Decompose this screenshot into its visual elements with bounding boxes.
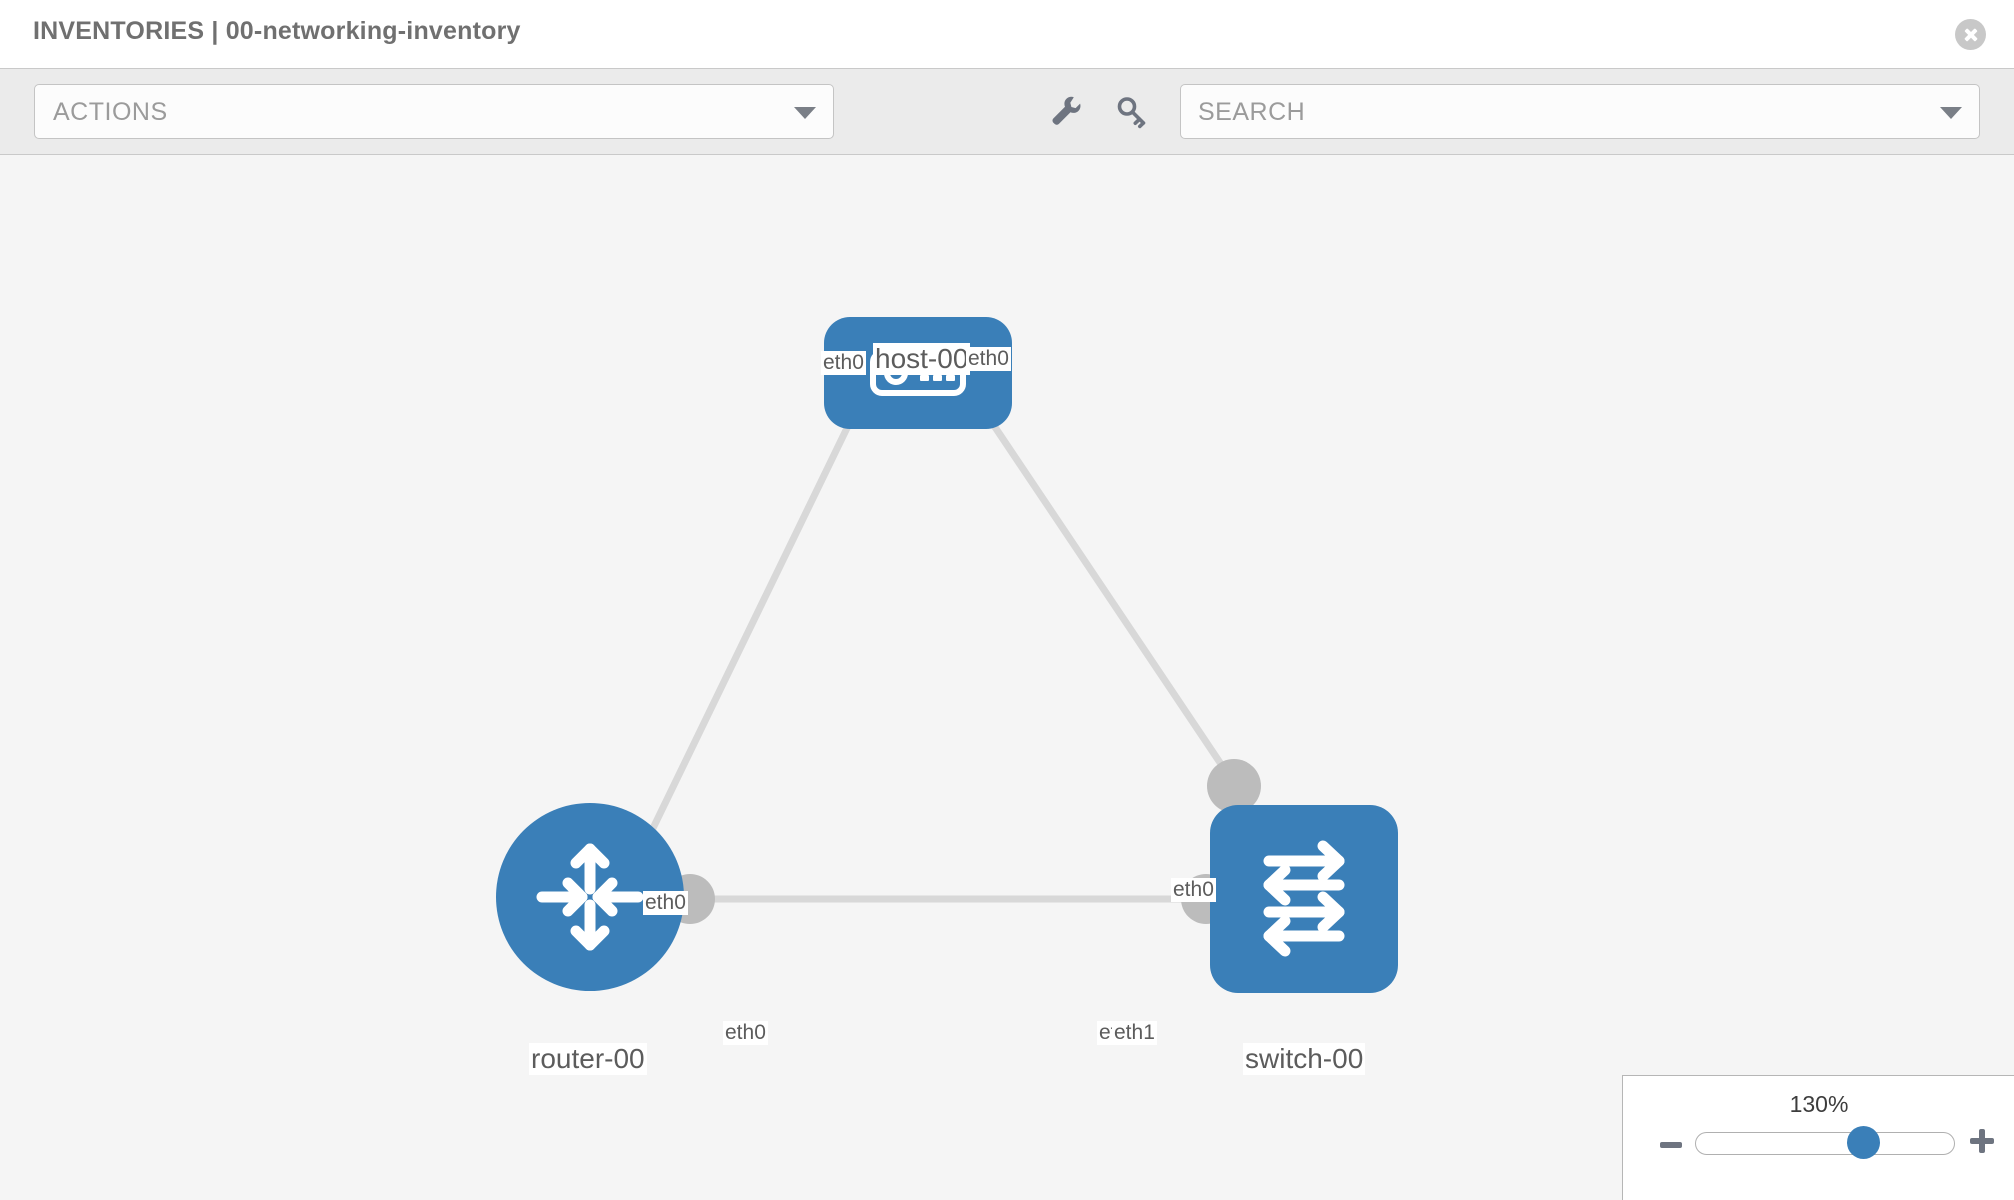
chevron-down-icon — [794, 107, 816, 119]
node-router-00[interactable] — [496, 803, 684, 991]
edge-label-host-right: eth0 — [966, 347, 1011, 371]
node-label-router-00: router-00 — [529, 1043, 647, 1075]
node-label-switch-00: switch-00 — [1243, 1043, 1366, 1075]
link-host-switch — [947, 358, 1238, 787]
close-icon[interactable] — [1955, 19, 1986, 50]
topology-graph — [636, 333, 1261, 924]
zoom-control-panel: 130% — [1622, 1075, 2014, 1200]
topology-canvas[interactable]: host-00 router-00 switch-00 eth0 eth0 et… — [0, 155, 2014, 1200]
edge-label-router-right: eth0 — [723, 1021, 768, 1045]
zoom-slider-thumb[interactable] — [1847, 1126, 1880, 1159]
wrench-icon[interactable] — [1046, 93, 1084, 131]
key-icon[interactable] — [1113, 93, 1151, 131]
router-four-arrows-icon — [536, 843, 644, 951]
search-input[interactable]: SEARCH — [1180, 84, 1980, 139]
zoom-level-value: 130% — [1789, 1091, 1849, 1117]
search-placeholder: SEARCH — [1198, 98, 1306, 126]
chevron-down-icon[interactable] — [1940, 107, 1962, 119]
actions-dropdown[interactable]: ACTIONS — [34, 84, 834, 139]
edge-label-router-upper: eth0 — [643, 891, 688, 915]
connector-switch-upper — [1207, 759, 1261, 813]
minus-icon[interactable] — [1660, 1142, 1682, 1148]
zoom-slider-track[interactable] — [1695, 1132, 1955, 1155]
toolbar: ACTIONS SEARCH — [0, 68, 2014, 155]
node-label-host-00: host-00 — [873, 343, 971, 375]
link-host-router — [636, 358, 884, 857]
edge-label-switch-left: eth1 — [1112, 1021, 1157, 1045]
switch-arrows-icon — [1263, 840, 1345, 957]
edge-label-host-left: eth0 — [821, 351, 866, 375]
edge-label-switch-upper: eth0 — [1171, 878, 1216, 902]
page-title: INVENTORIES | 00-networking-inventory — [33, 17, 521, 45]
actions-dropdown-label: ACTIONS — [53, 98, 168, 126]
title-bar: INVENTORIES | 00-networking-inventory — [0, 0, 2014, 68]
node-switch-00[interactable] — [1210, 805, 1398, 993]
plus-icon[interactable] — [1970, 1129, 1994, 1153]
